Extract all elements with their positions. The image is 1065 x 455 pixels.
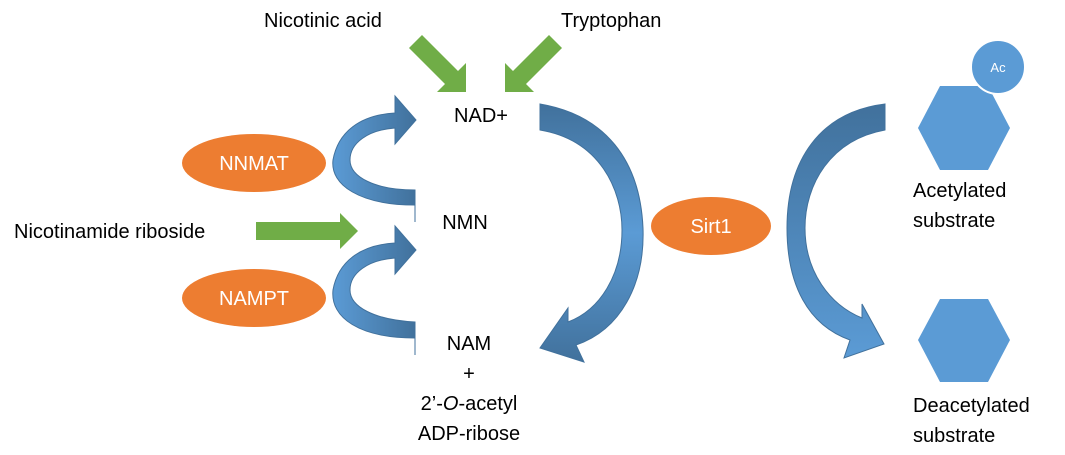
nicotinamide-riboside-arrow	[256, 213, 358, 249]
deacetylated-label-line1: Deacetylated	[913, 395, 1030, 417]
nnmat-curved-arrow	[332, 94, 417, 222]
acetylated-label-line1: Acetylated	[913, 180, 1006, 202]
nampt-curved-arrow	[332, 224, 417, 355]
nicotinic-acid-label: Nicotinic acid	[264, 10, 382, 32]
nicotinic-acid-arrow	[409, 35, 466, 92]
deacetylated-label-line2: substrate	[913, 425, 995, 447]
sirt1-label: Sirt1	[690, 216, 731, 238]
nad-label: NAD+	[454, 105, 508, 127]
acetyl-label: 2’-O-acetyl	[421, 393, 518, 415]
sirt1-curved-arrow	[539, 103, 644, 363]
plus-label: +	[463, 363, 475, 385]
nmn-label: NMN	[442, 212, 488, 234]
nampt-label: NAMPT	[219, 288, 289, 310]
nam-label: NAM	[447, 333, 491, 355]
nnmat-enzyme: NNMAT	[182, 134, 326, 192]
nampt-enzyme: NAMPT	[182, 269, 326, 327]
acetylated-substrate-hexagon	[918, 86, 1010, 170]
tryptophan-label: Tryptophan	[561, 10, 661, 32]
tryptophan-arrow	[505, 35, 562, 92]
adp-ribose-label: ADP-ribose	[418, 423, 520, 445]
sirt1-enzyme: Sirt1	[651, 197, 771, 255]
nnmat-label: NNMAT	[219, 153, 289, 175]
acetylated-label-line2: substrate	[913, 210, 995, 232]
acetyl-tag-label: Ac	[990, 60, 1006, 75]
deacetylation-curved-arrow	[786, 103, 886, 359]
nicotinamide-riboside-label: Nicotinamide riboside	[14, 221, 205, 243]
acetyl-group-badge: Ac	[970, 39, 1026, 95]
deacetylated-substrate-hexagon	[918, 299, 1010, 382]
